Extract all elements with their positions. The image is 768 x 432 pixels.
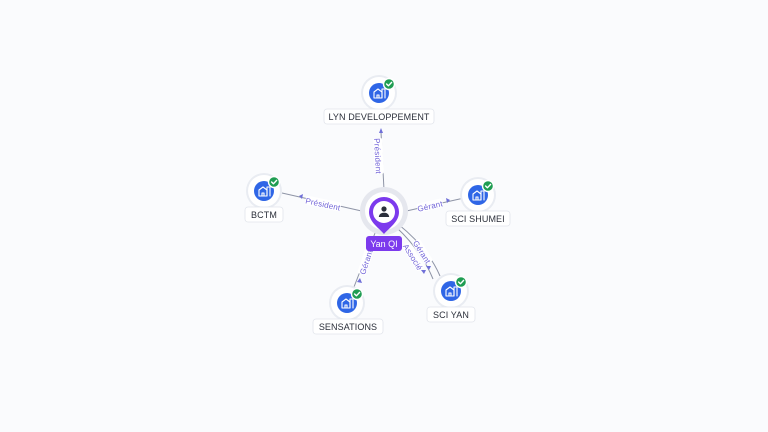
arrow-icon	[421, 270, 426, 274]
arrow-icon	[426, 266, 431, 270]
arrow-icon	[357, 278, 362, 283]
edge-label: Gérant	[417, 199, 445, 214]
company-name: BCTM	[251, 210, 277, 220]
building-icon	[341, 298, 354, 309]
building-icon	[445, 286, 458, 297]
person-pin-icon	[369, 197, 399, 234]
company-node-yan[interactable]: SCI YAN	[426, 273, 476, 323]
arrow-icon	[446, 198, 450, 203]
company-node-lyn[interactable]: LYN DEVELOPPEMENT	[323, 75, 435, 125]
company-name: SCI YAN	[433, 310, 469, 320]
verified-check-icon	[454, 275, 468, 289]
edge-yan: Gérant Associé	[395, 223, 441, 280]
building-icon	[258, 186, 271, 197]
company-node-shumei[interactable]: SCI SHUMEI	[445, 177, 511, 227]
company-node-sensations[interactable]: SENSATIONS	[312, 285, 384, 335]
user-icon	[378, 206, 390, 217]
company-name: SENSATIONS	[319, 322, 377, 332]
edge-label: Président	[372, 138, 383, 175]
building-icon	[472, 190, 485, 201]
arrow-icon	[379, 128, 383, 133]
company-name: LYN DEVELOPPEMENT	[328, 112, 429, 122]
edge-label: Gérant	[358, 248, 375, 276]
person-name-tag	[366, 236, 402, 251]
verified-check-icon	[481, 179, 495, 193]
building-icon	[373, 88, 386, 99]
edge-bctm: Président	[281, 192, 367, 213]
company-node-bctm[interactable]: BCTM	[244, 173, 284, 223]
verified-check-icon	[350, 287, 364, 301]
company-name: SCI SHUMEI	[451, 214, 505, 224]
edge-label: Président	[305, 196, 342, 212]
edge-lyn: Président	[372, 128, 385, 191]
person-node[interactable]: Yan QI	[360, 187, 408, 251]
person-name: Yan QI	[370, 239, 397, 249]
verified-check-icon	[267, 175, 281, 189]
verified-check-icon	[382, 77, 396, 91]
arrow-icon	[299, 194, 303, 199]
